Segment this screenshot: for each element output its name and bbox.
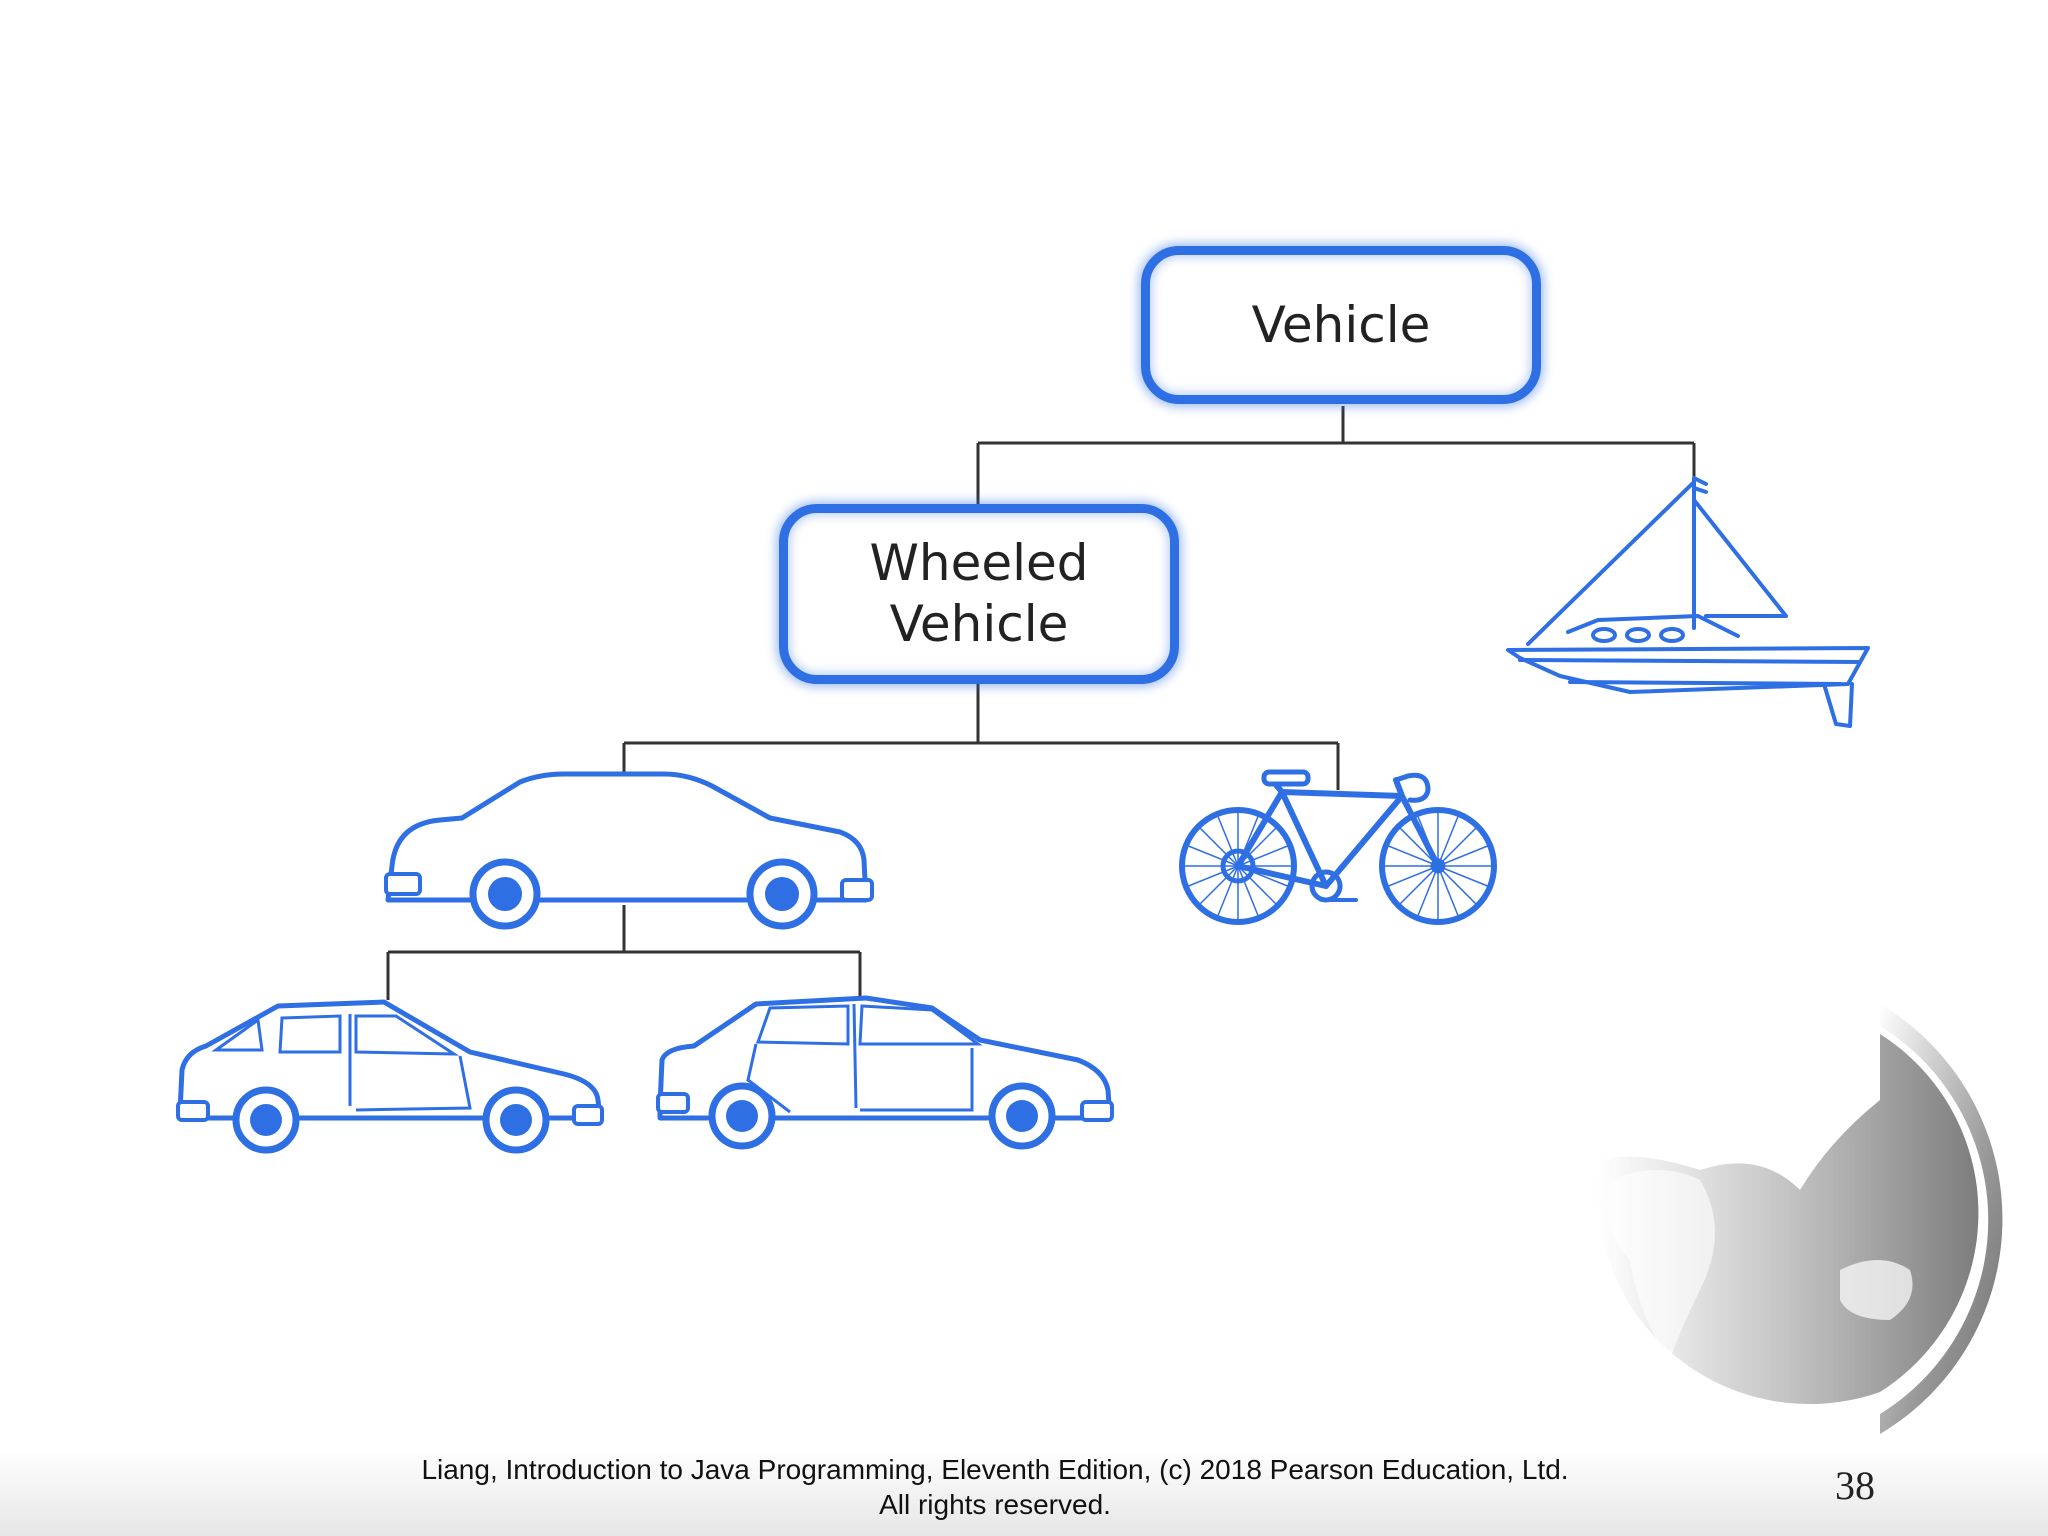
- copyright-footer: Liang, Introduction to Java Programming,…: [380, 1452, 1610, 1522]
- footer-band: [0, 1448, 2048, 1536]
- vehicle-node: Vehicle: [1141, 246, 1541, 404]
- wheeled-vehicle-label-line1: Wheeled: [869, 534, 1089, 592]
- hatchback-car-icon: [176, 999, 604, 1154]
- bicycle-icon: [1179, 769, 1497, 925]
- four-door-car-icon: [656, 995, 1114, 1150]
- copyright-line-1: Liang, Introduction to Java Programming,…: [421, 1454, 1569, 1485]
- sailboat-icon: [1506, 476, 1870, 728]
- page-number: 38: [1835, 1463, 1875, 1508]
- wheeled-vehicle-label-line2: Vehicle: [889, 595, 1069, 653]
- wheeled-vehicle-node: Wheeled Vehicle: [779, 504, 1179, 684]
- tree-connectors: [386, 406, 1696, 1000]
- copyright-line-2: All rights reserved.: [879, 1489, 1111, 1520]
- wheeled-vehicle-label: Wheeled Vehicle: [869, 533, 1088, 655]
- sedan-car-icon: [384, 771, 874, 930]
- vehicle-label: Vehicle: [1251, 295, 1431, 354]
- globe-decoration-icon: [1480, 954, 2003, 1484]
